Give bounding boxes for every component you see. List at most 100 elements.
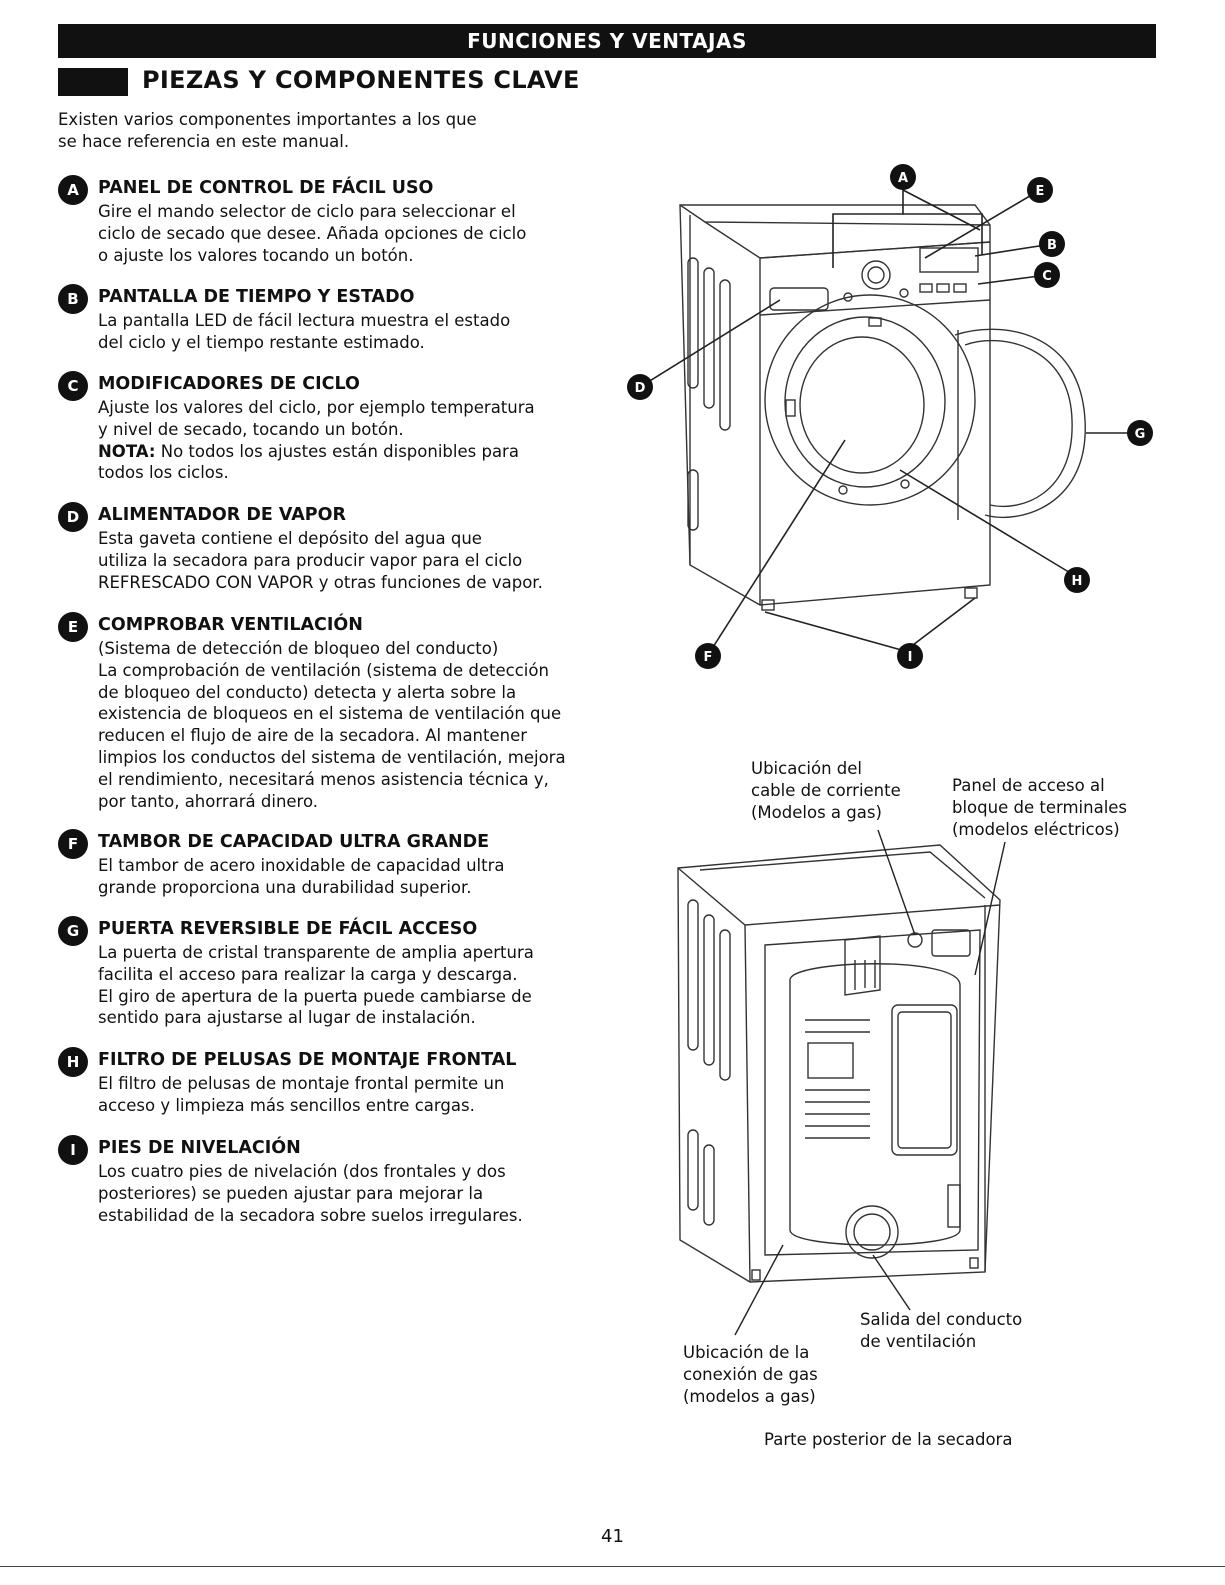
svg-text:B: B (1047, 238, 1057, 253)
body-line: La puerta de cristal transparente de amp… (98, 943, 534, 962)
body-line: todos los ciclos. (98, 463, 229, 483)
note-text: No todos los ajustes están disponibles p… (155, 441, 519, 461)
page-banner: FUNCIONES Y VENTAJAS (58, 24, 1156, 58)
callout-f (695, 643, 721, 669)
label-line: Salida del conducto (860, 1310, 1023, 1329)
label-terminal-panel: Panel de acceso al bloque de terminales … (952, 775, 1127, 841)
label-gas-connection: Ubicación de la conexión de gas (modelos… (683, 1342, 818, 1408)
item-body: Ajuste los valores del ciclo, por ejempl… (98, 397, 598, 484)
callout-g (1127, 420, 1153, 446)
item-title: TAMBOR DE CAPACIDAD ULTRA GRANDE (98, 832, 490, 852)
item-body: La puerta de cristal transparente de amp… (98, 942, 598, 1029)
body-line: utiliza la secadora para producir vapor … (98, 550, 523, 570)
label-line: Ubicación del (751, 759, 862, 778)
label-power-cord: Ubicación del cable de corriente (Modelo… (751, 758, 901, 824)
body-line: limpios los conductos del sistema de ven… (98, 747, 566, 767)
letter-badge: D (58, 502, 88, 532)
body-line: del ciclo y el tiempo restante estimado. (98, 332, 425, 352)
body-line: reducen el flujo de aire de la secadora.… (98, 726, 528, 746)
label-line: (Modelos a gas) (751, 803, 882, 822)
callout-badges (627, 164, 1153, 669)
svg-text:G: G (1135, 427, 1146, 442)
item-title: PIES DE NIVELACIÓN (98, 1138, 301, 1158)
body-line: y nivel de secado, tocando un botón. (98, 419, 404, 439)
body-line: El filtro de pelusas de montaje frontal … (98, 1074, 505, 1093)
item-body: El tambor de acero inoxidable de capacid… (98, 855, 598, 899)
label-line: Panel de acceso al (952, 776, 1105, 795)
item-body: Gire el mando selector de ciclo para sel… (98, 201, 598, 266)
front-leader-lines (639, 188, 1130, 656)
note-label: NOTA: (98, 441, 156, 461)
dryer-rear-view (677, 844, 1001, 1283)
body-line: acceso y limpieza más sencillos entre ca… (98, 1095, 475, 1115)
body-line: o ajuste los valores tocando un botón. (98, 245, 414, 265)
body-line: La pantalla LED de fácil lectura muestra… (98, 311, 511, 330)
body-line: Gire el mando selector de ciclo para sel… (98, 202, 516, 221)
section-title: PIEZAS Y COMPONENTES CLAVE (142, 66, 580, 94)
letter-badge: I (58, 1135, 88, 1165)
item-body: (Sistema de detección de bloqueo del con… (98, 638, 598, 812)
svg-text:A: A (898, 171, 908, 186)
body-line: La comprobación de ventilación (sistema … (98, 660, 549, 680)
callout-b (1039, 231, 1065, 257)
callout-i (897, 643, 923, 669)
body-line: facilita el acceso para realizar la carg… (98, 964, 518, 984)
body-line: Esta gaveta contiene el depósito del agu… (98, 529, 482, 548)
letter-badge: C (58, 371, 88, 401)
letter-badge: A (58, 175, 88, 205)
dryer-front-view (679, 204, 1086, 611)
label-line: conexión de gas (683, 1365, 818, 1384)
item-title: PANTALLA DE TIEMPO Y ESTADO (98, 287, 415, 307)
figure-caption: Parte posterior de la secadora (764, 1430, 1013, 1449)
callout-a (890, 164, 916, 190)
label-line: cable de corriente (751, 781, 901, 800)
svg-text:I: I (908, 650, 913, 665)
item-title: FILTRO DE PELUSAS DE MONTAJE FRONTAL (98, 1050, 517, 1070)
body-line: (Sistema de detección de bloqueo del con… (98, 639, 499, 658)
item-title: PANEL DE CONTROL DE FÁCIL USO (98, 178, 434, 198)
body-line: el rendimiento, necesitará menos asisten… (98, 769, 549, 789)
intro-paragraph: Existen varios componentes importantes a… (58, 109, 528, 153)
intro-line: Existen varios componentes importantes a… (58, 110, 477, 129)
body-line: El tambor de acero inoxidable de capacid… (98, 856, 505, 875)
label-line: de ventilación (860, 1332, 977, 1351)
page-number: 41 (601, 1526, 624, 1547)
item-body: Esta gaveta contiene el depósito del agu… (98, 528, 598, 593)
letter-badge: B (58, 284, 88, 314)
item-title: ALIMENTADOR DE VAPOR (98, 505, 346, 525)
callout-c (1034, 262, 1060, 288)
label-line: (modelos a gas) (683, 1387, 816, 1406)
letter-badge: H (58, 1047, 88, 1077)
label-line: Ubicación de la (683, 1343, 810, 1362)
item-body: Los cuatro pies de nivelación (dos front… (98, 1161, 598, 1226)
dryer-illustrations: A E B C D G H F I (627, 164, 1153, 1336)
intro-line: se hace referencia en este manual. (58, 132, 350, 151)
item-title: PUERTA REVERSIBLE DE FÁCIL ACCESO (98, 919, 478, 939)
body-line: existencia de bloqueos en el sistema de … (98, 704, 562, 724)
item-body: El filtro de pelusas de montaje frontal … (98, 1073, 598, 1117)
letter-badge: E (58, 612, 88, 642)
section-marker-bar (58, 68, 128, 96)
letter-badge: G (58, 916, 88, 946)
item-title: MODIFICADORES DE CICLO (98, 374, 360, 394)
item-body: La pantalla LED de fácil lectura muestra… (98, 310, 598, 354)
body-line: REFRESCADO CON VAPOR y otras funciones d… (98, 572, 543, 592)
label-exhaust: Salida del conducto de ventilación (860, 1309, 1022, 1353)
body-line: Ajuste los valores del ciclo, por ejempl… (98, 398, 535, 417)
letter-badge: F (58, 829, 88, 859)
body-line: sentido para ajustarse al lugar de insta… (98, 1008, 476, 1028)
label-line: (modelos eléctricos) (952, 820, 1120, 839)
rear-leader-lines (734, 829, 1006, 1336)
callout-letters: A E B C D G H F I (635, 171, 1146, 665)
callout-e (1027, 177, 1053, 203)
body-line: por tanto, ahorrará dinero. (98, 791, 319, 811)
body-line: grande proporciona una durabilidad super… (98, 877, 472, 897)
svg-text:E: E (1036, 184, 1045, 199)
body-line: posteriores) se pueden ajustar para mejo… (98, 1183, 484, 1203)
svg-text:H: H (1072, 574, 1083, 589)
label-line: bloque de terminales (952, 798, 1128, 817)
bottom-rule (0, 1566, 1225, 1567)
svg-text:C: C (1042, 269, 1052, 284)
note-line: NOTA: No todos los ajustes están disponi… (98, 441, 598, 463)
svg-text:F: F (704, 650, 713, 665)
